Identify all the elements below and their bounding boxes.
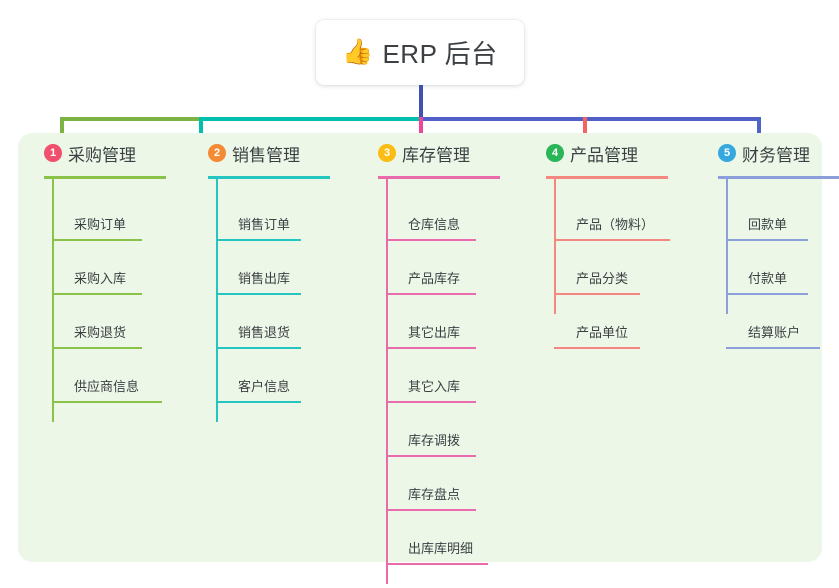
leaf-item-rule: [52, 401, 162, 403]
branch-spine-purchasing: [52, 179, 54, 422]
branch-title-product: 产品管理: [570, 145, 638, 165]
leaf-item-rule: [216, 401, 301, 403]
bus-segment-teal: [201, 117, 421, 121]
branch-title-purchasing: 采购管理: [68, 145, 136, 165]
branch-header-rule-finance: [718, 176, 839, 179]
leaf-item-label: 客户信息: [238, 379, 291, 394]
branch-column-finance: 5 财务管理回款单付款单结算账户: [696, 140, 839, 349]
leaf-item-rule: [386, 509, 476, 511]
leaf-item-rule: [726, 347, 820, 349]
branch-badge-inventory: 3: [378, 144, 396, 162]
drop-finance: [757, 117, 761, 148]
leaf-item-label: 库存盘点: [408, 487, 461, 502]
leaf-item-label: 产品单位: [576, 325, 629, 340]
drop-product: [583, 117, 587, 148]
leaf-item-label: 付款单: [748, 271, 788, 286]
leaf-item-rule: [52, 293, 142, 295]
branch-badge-product: 4: [546, 144, 564, 162]
leaf-item-rule: [52, 239, 142, 241]
branch-column-inventory: 3 库存管理仓库信息产品库存其它出库其它入库库存调拨库存盘点出库库明细: [356, 140, 500, 584]
branch-header-rule-product: [546, 176, 668, 179]
drop-sales: [199, 117, 203, 148]
leaf-item-label: 采购入库: [74, 271, 127, 286]
leaf-item-rule: [216, 347, 301, 349]
leaf-item-rule: [386, 401, 476, 403]
branch-header-rule-sales: [208, 176, 330, 179]
leaf-item-rule: [554, 293, 640, 295]
branch-title-sales: 销售管理: [232, 145, 300, 165]
branch-column-sales: 2 销售管理销售订单销售出库销售退货客户信息: [186, 140, 330, 422]
branch-column-product: 4 产品管理产品（物料） 产品分类产品单位: [524, 140, 670, 349]
root-stem: [419, 85, 423, 119]
leaf-item-rule: [726, 239, 808, 241]
leaf-item-label: 其它入库: [408, 379, 461, 394]
leaf-item-label: 仓库信息: [408, 217, 461, 232]
branch-column-purchasing: 1 采购管理采购订单采购入库采购退货供应商信息: [22, 140, 166, 422]
root-node-label: ERP 后台: [382, 39, 498, 69]
leaf-item-rule: [386, 563, 488, 565]
leaf-item-label: 其它出库: [408, 325, 461, 340]
leaf-item-label: 回款单: [748, 217, 788, 232]
leaf-item-label: 出库库明细: [408, 541, 474, 556]
branch-badge-finance: 5: [718, 144, 736, 162]
leaf-item-label: 销售订单: [238, 217, 291, 232]
branch-badge-purchasing: 1: [44, 144, 62, 162]
thumbs-up-icon: 👍: [342, 38, 374, 66]
leaf-item-rule: [386, 293, 476, 295]
leaf-item-rule: [726, 293, 808, 295]
branch-header-purchasing[interactable]: 1 采购管理: [22, 140, 136, 166]
leaf-item-label: 库存调拨: [408, 433, 461, 448]
branch-title-finance: 财务管理: [742, 145, 810, 165]
leaf-item-label: 销售退货: [238, 325, 291, 340]
branch-spine-finance: [726, 179, 728, 314]
leaf-item-label: 产品（物料）: [576, 217, 655, 232]
leaf-item-rule: [216, 293, 301, 295]
leaf-item-rule: [554, 239, 670, 241]
leaf-item-rule: [216, 239, 301, 241]
leaf-item-label: 采购订单: [74, 217, 127, 232]
drop-purchasing: [60, 117, 64, 148]
branch-header-product[interactable]: 4 产品管理: [524, 140, 638, 166]
branch-header-finance[interactable]: 5 财务管理: [696, 140, 810, 166]
leaf-item-rule: [386, 239, 476, 241]
branch-header-rule-inventory: [378, 176, 500, 179]
bus-segment-blue: [421, 117, 761, 121]
branch-title-inventory: 库存管理: [402, 145, 470, 165]
branch-spine-product: [554, 179, 556, 314]
root-node[interactable]: 👍 ERP 后台: [316, 20, 524, 85]
drop-inventory: [419, 117, 423, 148]
leaf-item-rule: [554, 347, 640, 349]
leaf-item-label: 供应商信息: [74, 379, 140, 394]
leaf-item-rule: [386, 347, 476, 349]
branch-spine-inventory: [386, 179, 388, 584]
leaf-item-label: 产品库存: [408, 271, 461, 286]
leaf-item-label: 结算账户: [748, 325, 801, 340]
bus-segment-green: [60, 117, 201, 121]
branch-spine-sales: [216, 179, 218, 422]
leaf-item-rule: [386, 455, 476, 457]
branch-header-rule-purchasing: [44, 176, 166, 179]
branch-header-inventory[interactable]: 3 库存管理: [356, 140, 470, 166]
leaf-item-label: 销售出库: [238, 271, 291, 286]
branch-header-sales[interactable]: 2 销售管理: [186, 140, 300, 166]
leaf-item-label: 产品分类: [576, 271, 629, 286]
leaf-item-rule: [52, 347, 142, 349]
leaf-item-label: 采购退货: [74, 325, 127, 340]
branch-badge-sales: 2: [208, 144, 226, 162]
